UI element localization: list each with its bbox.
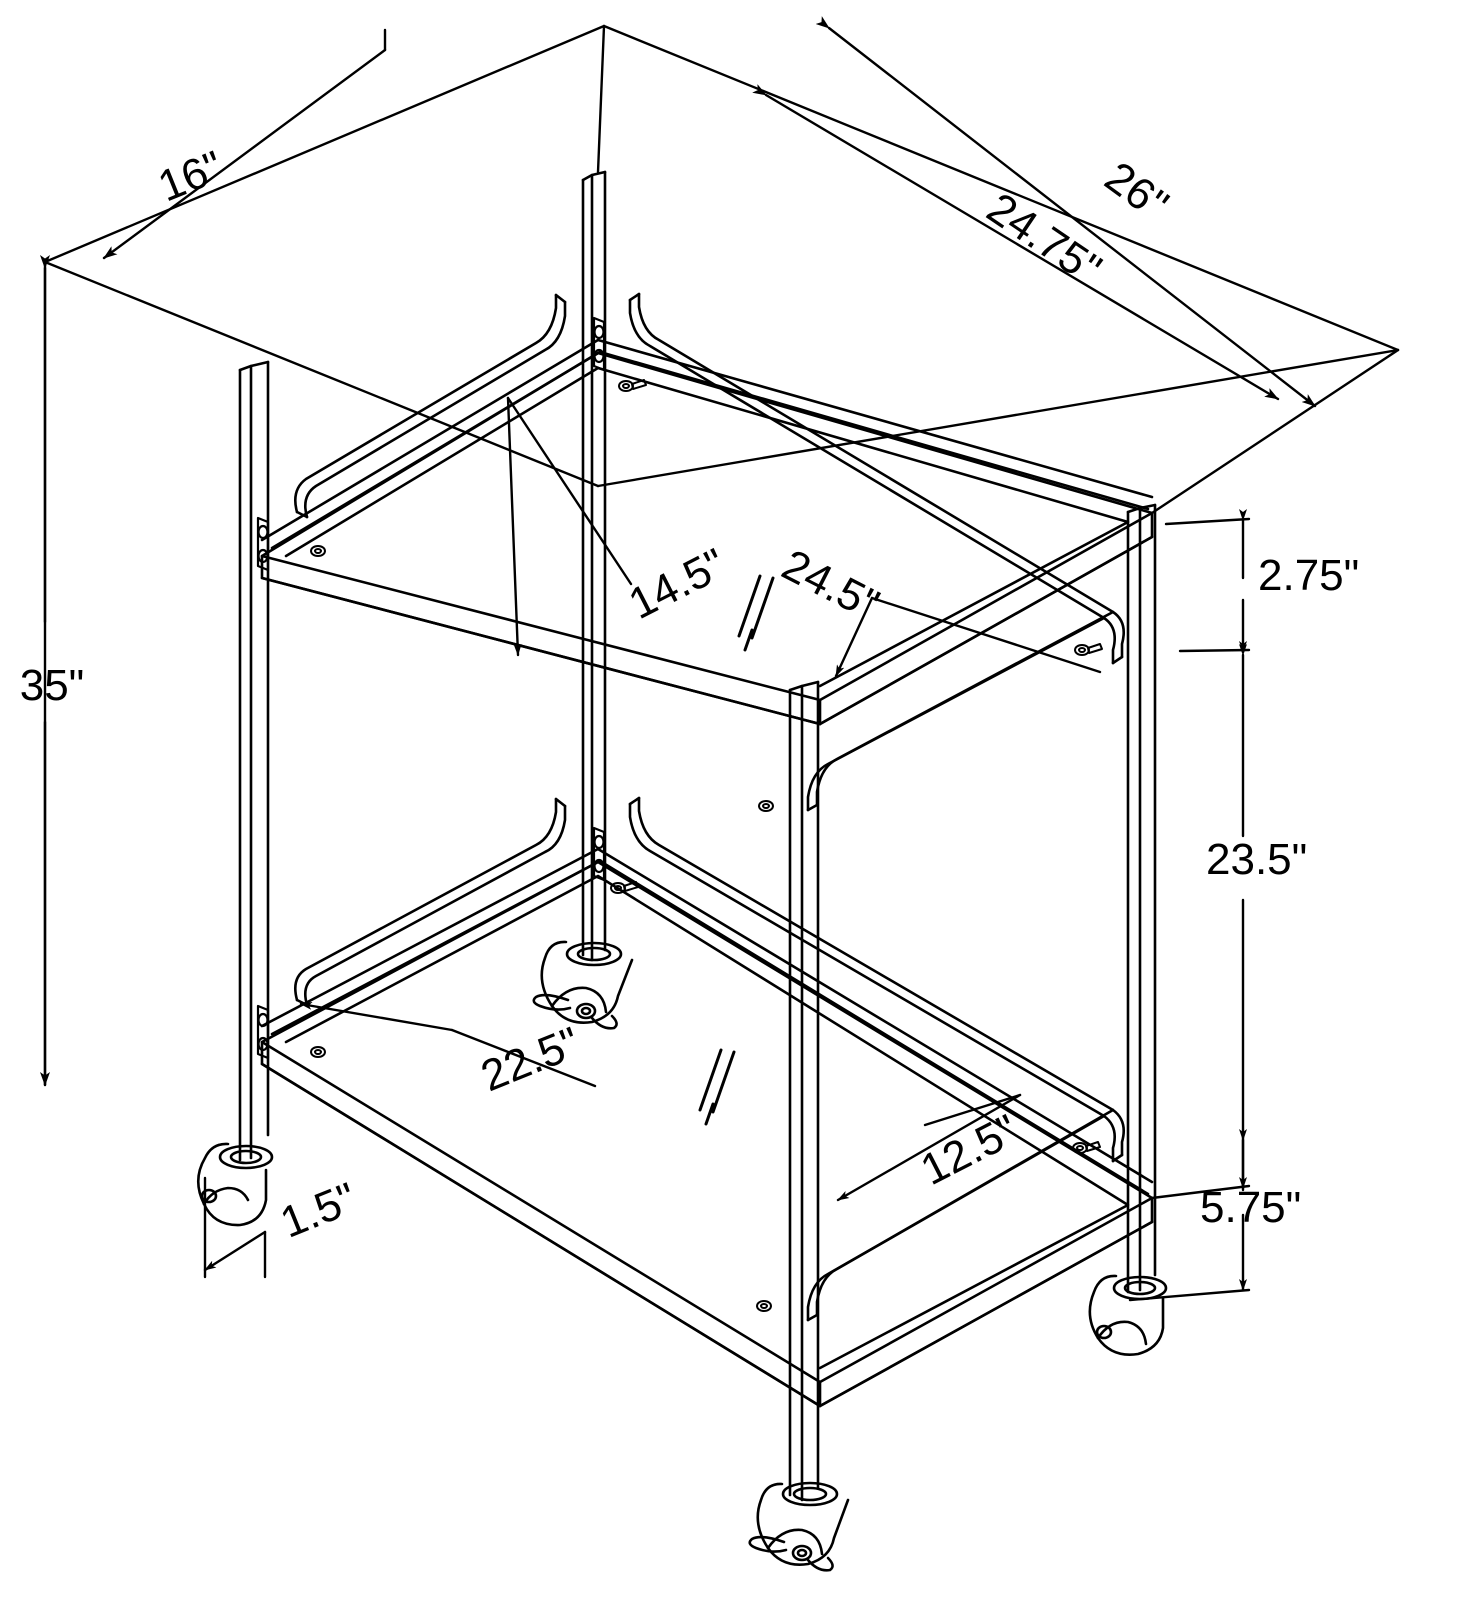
bottom-shelf-guard-rail-rear-right [628, 796, 1125, 1163]
dimension-label-1-5: 1.5" [274, 1173, 364, 1247]
top-shelf-screw-front [758, 800, 774, 812]
dimension-label-26: 26" [1096, 152, 1177, 230]
bottom-shelf-screw-front [756, 1300, 772, 1312]
top-shelf-bracket-left [256, 516, 270, 572]
top-shelf-assembly [260, 338, 1154, 726]
caster-left-rear [196, 1142, 274, 1227]
glass-hatch-symbol-top [737, 574, 775, 652]
top-shelf-bracket-back [592, 316, 606, 372]
post-right-rear [1126, 503, 1157, 1294]
dimension-label-23-5: 23.5" [1206, 835, 1307, 884]
dimension-label-12-5: 12.5" [913, 1105, 1025, 1195]
dimension-label-35: 35" [20, 661, 85, 710]
dimension-label-22-5: 22.5" [474, 1018, 586, 1101]
dimension-label-14-5: 14.5" [621, 539, 733, 629]
dimension-label-2-75: 2.75" [1258, 551, 1359, 600]
post-back-left [581, 170, 607, 962]
post-left-rear [238, 360, 270, 1162]
bottom-shelf-screw-left [310, 1046, 326, 1058]
top-shelf-guard-rail-rear-right [628, 292, 1125, 665]
top-shelf-screw-back [618, 379, 647, 392]
bottom-shelf-screw-right [1072, 1141, 1101, 1154]
caster-right-rear [1088, 1274, 1168, 1356]
glass-hatch-symbol-bottom [698, 1048, 736, 1126]
dimension-label-16: 16" [151, 142, 229, 212]
bottom-shelf-assembly [260, 847, 1154, 1408]
dimension-extension-lines [40, 16, 1400, 1302]
top-shelf-guard-rail-left [294, 293, 567, 519]
top-shelf-guard-rail-front-right [806, 610, 1115, 812]
post-front [788, 680, 820, 1502]
caster-front-brake [748, 1481, 850, 1572]
bottom-shelf-guard-rail-left [294, 797, 567, 1007]
dimension-label-24-75: 24.75" [978, 184, 1110, 295]
bottom-shelf-bracket-back [592, 826, 606, 882]
bottom-shelf-bracket-left [256, 1004, 270, 1060]
caster-back-left-brake [532, 940, 634, 1030]
top-shelf-screw-left [310, 545, 326, 557]
top-shelf-screw-right [1074, 643, 1103, 656]
dimension-label-24-5: 24.5" [774, 540, 886, 630]
dimension-label-5-75: 5.75" [1200, 1183, 1301, 1232]
bottom-shelf-screw-back [610, 881, 639, 894]
bottom-shelf-guard-rail-front-right [806, 1108, 1115, 1322]
